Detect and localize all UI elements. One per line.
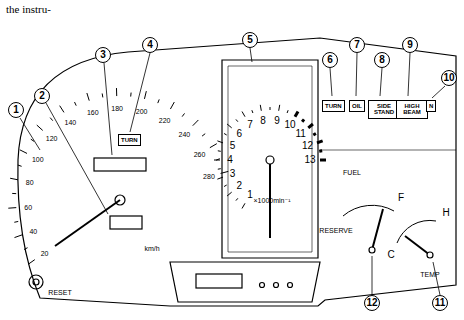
gauge-label: RESERVE: [319, 227, 352, 234]
clock-display: [196, 274, 242, 288]
fuel-needle: [372, 209, 383, 250]
speed-scale-number: 220: [159, 116, 171, 123]
callout-number: 8: [374, 52, 390, 68]
gauge-label: FUEL: [343, 169, 361, 176]
rpm-scale-number: 11: [295, 129, 305, 139]
trip-reset-knob: [29, 275, 43, 289]
tachometer-face: [228, 66, 312, 252]
speed-scale-number: 140: [65, 119, 77, 126]
callout-number: 11: [432, 295, 448, 311]
callout-number: 10: [441, 70, 457, 86]
rpm-scale-number: 7: [247, 120, 253, 130]
gauge-label: C: [387, 250, 394, 260]
indicator-lamp: OIL: [349, 100, 365, 112]
clock-button: [260, 283, 265, 288]
rpm-scale-number: 8: [260, 116, 266, 126]
rpm-scale-number: 5: [230, 141, 236, 151]
speed-scale-number: 200: [136, 107, 148, 114]
rpm-scale-number: 13: [304, 155, 315, 165]
indicator-lamp: TURN: [118, 134, 141, 146]
cluster-housing: [18, 38, 456, 306]
rpm-scale-number: 2: [237, 181, 243, 191]
gauge-label: F: [398, 193, 404, 203]
lamp-label: SIDE STAND: [371, 103, 397, 116]
temp-needle: [405, 236, 430, 255]
trip-reset-knob: [33, 279, 39, 285]
speed-scale-number: 260: [194, 150, 206, 157]
rpm-scale-number: 4: [227, 155, 233, 165]
fuel-scale: [343, 205, 394, 216]
callout-number: 7: [349, 37, 365, 53]
temp-scale: [397, 220, 436, 243]
lamp-label: OIL: [352, 103, 362, 109]
speed-scale-number: 120: [46, 135, 58, 142]
callout-number: 4: [142, 37, 158, 53]
rpm-scale-number: 9: [274, 116, 280, 126]
panel-divider: [320, 150, 456, 151]
lamp-label: N: [429, 103, 433, 109]
clock-button: [274, 283, 279, 288]
gauge-label: H: [442, 208, 449, 218]
speedometer-needle: [55, 200, 120, 246]
temp-pivot: [427, 252, 433, 258]
fuel-pivot: [369, 247, 375, 253]
tachometer-panel: [222, 60, 318, 258]
callout-number: 2: [34, 88, 50, 104]
speed-scale-number: 280: [203, 173, 215, 180]
lamp-label: HIGH BEAM: [399, 103, 425, 116]
rpm-scale-number: 6: [237, 129, 243, 139]
gauge-label: RESET: [48, 289, 71, 296]
callout-number: 12: [364, 295, 380, 311]
rpm-scale-number: 1: [247, 190, 253, 200]
speed-scale-number: 40: [29, 227, 37, 234]
callout-number: 3: [95, 47, 111, 63]
rpm-scale-number: 10: [284, 120, 295, 130]
speed-scale-number: 20: [41, 249, 49, 256]
indicator-lamp: HIGH BEAM: [396, 100, 428, 119]
speed-scale-number: 60: [24, 203, 32, 210]
speed-scale-number: 160: [87, 109, 99, 116]
lamp-label: TURN: [325, 103, 342, 109]
leader-lines: [20, 48, 445, 295]
caption-fragment: the instru-: [6, 4, 51, 15]
speed-scale-number: 80: [26, 179, 34, 186]
speed-scale-number: 240: [179, 131, 191, 138]
speed-scale-number: 180: [111, 105, 123, 112]
tachometer-pivot: [266, 156, 274, 164]
indicator-lamp: TURN: [322, 100, 345, 112]
odometer: [94, 158, 146, 171]
indicator-lamp: N: [426, 100, 436, 112]
lamp-label: TURN: [121, 137, 138, 143]
rpm-scale-number: 3: [230, 169, 236, 179]
callout-number: 6: [322, 52, 338, 68]
gauge-label: ×1000min⁻¹: [254, 197, 291, 204]
gauge-label: km/h: [144, 245, 159, 252]
tripmeter: [110, 216, 142, 229]
clock-panel: [170, 262, 320, 302]
callout-number: 1: [8, 102, 24, 118]
speed-scale-number: 100: [32, 155, 44, 162]
gauge-label: TEMP: [420, 271, 439, 278]
clock-button: [288, 283, 293, 288]
callout-number: 9: [402, 37, 418, 53]
callout-number: 5: [242, 32, 258, 48]
rpm-scale-number: 12: [302, 141, 313, 151]
